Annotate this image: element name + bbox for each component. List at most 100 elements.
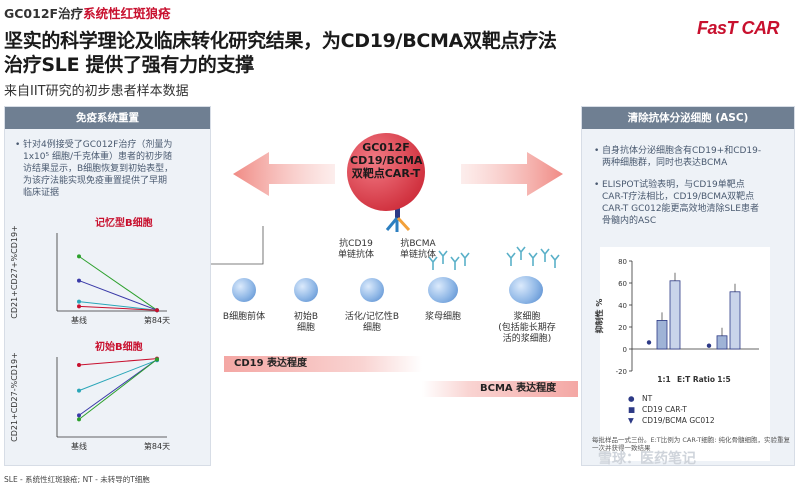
anti-bcma-line: 单链抗体 bbox=[400, 250, 437, 260]
x-tick-label: 第84天 bbox=[144, 315, 170, 325]
subheadline: 来自IIT研究的初步患者样本数据 bbox=[4, 84, 189, 99]
plasmablast-label: 浆母细胞 bbox=[418, 312, 468, 323]
left-arrow-icon bbox=[233, 152, 335, 196]
left-bullet-line: 为该疗法能实现免疫重置提供了早期 bbox=[23, 176, 168, 186]
headline-line-2: 治疗SLE 提供了强有力的支撑 bbox=[4, 54, 254, 76]
right-bullet2-line: CAR-T疗法相比，CD19/BCMA双靶点 bbox=[602, 192, 755, 202]
data-point bbox=[77, 388, 81, 393]
left-panel-bullet: • 针对4例接受了GC012F治疗（剂量为 1x10⁵ 细胞/千克体重）患者的初… bbox=[15, 139, 208, 199]
left-bullet-line: 访结果显示，B细胞恢复到初始表型， bbox=[23, 164, 174, 174]
cd19-expression-bar: CD19 表达程度 bbox=[224, 356, 422, 372]
right-panel: 清除抗体分泌细胞 (ASC) • 自身抗体分泌细胞含有CD19+和CD19- 两… bbox=[581, 106, 795, 466]
naive-b-cell bbox=[294, 278, 318, 302]
watermark: 雪球：医药笔记 bbox=[598, 451, 696, 467]
footnote: SLE - 系统性红斑狼疮; NT - 未转导的T细胞 bbox=[4, 475, 150, 484]
anti-bcma-label: 抗BCMA 单链抗体 bbox=[400, 239, 436, 261]
bar-point bbox=[646, 340, 652, 345]
bar-point bbox=[706, 343, 712, 348]
right-panel-title: 清除抗体分泌细胞 (ASC) bbox=[582, 107, 794, 129]
plasma-cell-label: 浆细胞 (包括能长期存 活的浆细胞) bbox=[492, 312, 562, 345]
asc-chart-background bbox=[600, 247, 770, 461]
right-bullet2-line: ELISPOT试验表明，与CD19单靶点 bbox=[602, 180, 745, 190]
anti-bcma-line: 抗BCMA bbox=[400, 239, 436, 249]
chart-title: 记忆型B细胞 bbox=[95, 216, 153, 229]
left-bullet-line: 1x10⁵ 细胞/千克体重）患者的初步随 bbox=[23, 152, 173, 162]
bar bbox=[656, 320, 668, 350]
cell-label-line: 初始B bbox=[293, 312, 319, 322]
cell-label-line: (包括能长期存 bbox=[498, 323, 556, 333]
supertitle: GC012F治疗系统性红斑狼疮 bbox=[4, 3, 171, 22]
supertitle-prefix: GC012F治疗 bbox=[4, 6, 84, 21]
bar bbox=[716, 335, 728, 350]
y-tick-label: 80 bbox=[618, 258, 627, 266]
series-line bbox=[78, 255, 158, 311]
y-tick-label: 20 bbox=[618, 324, 627, 332]
car-t-cell bbox=[347, 133, 425, 211]
right-arrow-icon bbox=[461, 152, 563, 196]
cell-label-line: 细胞 bbox=[362, 323, 381, 333]
data-point bbox=[77, 304, 81, 309]
x-tick-label: 第84天 bbox=[144, 441, 170, 451]
legend-label: CD19 CAR-T bbox=[642, 405, 687, 414]
naive-b-label: 初始B 细胞 bbox=[282, 312, 330, 334]
antibody-icons bbox=[428, 246, 560, 270]
x-axis-label: E:T Ratio bbox=[677, 375, 715, 384]
y-axis-label: CD21+CD27-%CD19+ bbox=[10, 352, 19, 442]
anti-cd19-line: 单链抗体 bbox=[338, 250, 375, 260]
series-line bbox=[78, 280, 158, 311]
plasma-cell bbox=[509, 276, 543, 304]
bar bbox=[669, 280, 681, 350]
series-line bbox=[78, 358, 158, 366]
data-point bbox=[77, 413, 81, 418]
legend-label: NT bbox=[642, 394, 653, 403]
cell-label-line: B细胞前体 bbox=[222, 312, 266, 322]
car-t-title-line: 双靶点CAR-T bbox=[351, 167, 421, 180]
y-tick-label: 60 bbox=[618, 280, 627, 288]
cell-label-line: 活化/记忆性B bbox=[344, 312, 400, 322]
supertitle-accent: 系统性红斑狼疮 bbox=[83, 6, 171, 21]
series-line bbox=[78, 301, 158, 311]
car-t-cell-title: GC012F CD19/BCMA 双靶点CAR-T bbox=[350, 141, 422, 180]
bullet-dot-icon: • bbox=[594, 146, 600, 156]
bullet-dot-icon: • bbox=[594, 180, 600, 190]
headline-line-1: 坚实的科学理论及临床转化研究结果，为CD19/BCMA双靶点疗法 bbox=[4, 30, 557, 52]
right-bullet1-line: 自身抗体分泌细胞含有CD19+和CD19- bbox=[602, 146, 762, 156]
legend-label: CD19/BCMA GC012 bbox=[642, 416, 715, 425]
plasmablast-cell bbox=[428, 277, 458, 303]
chart-title: 初始B细胞 bbox=[95, 340, 143, 353]
right-bullet2-line: CAR-T GC012能更高效地清除SLE患者 bbox=[602, 204, 759, 214]
b-precursor-label: B细胞前体 bbox=[220, 312, 268, 323]
anti-cd19-line: 抗CD19 bbox=[339, 239, 373, 249]
right-panel-bullet-1: • 自身抗体分泌细胞含有CD19+和CD19- 两种细胞群，同时也表达BCMA bbox=[594, 145, 792, 169]
data-point bbox=[155, 308, 159, 313]
center-diagram bbox=[211, 152, 563, 270]
naive-b-cell-chart: 初始B细胞CD21+CD27-%CD19+基线第84天 bbox=[10, 340, 170, 451]
y-tick-label: 0 bbox=[623, 346, 627, 354]
car-t-title-line: GC012F bbox=[362, 141, 410, 154]
left-bullet-line: 临床证据 bbox=[23, 188, 60, 198]
legend-marker-icon: ▼ bbox=[628, 416, 634, 425]
scfv-cd19-icon bbox=[385, 217, 399, 232]
activated-b-cell bbox=[360, 278, 384, 302]
anti-cd19-label: 抗CD19 单链抗体 bbox=[338, 239, 374, 261]
cell-label-line: 活的浆细胞) bbox=[502, 334, 552, 344]
activated-b-label: 活化/记忆性B 细胞 bbox=[340, 312, 404, 334]
right-bullet2-line: 骨髓内的ASC bbox=[602, 216, 657, 226]
right-bullet1-line: 两种细胞群，同时也表达BCMA bbox=[602, 158, 728, 168]
data-point bbox=[77, 417, 81, 422]
cell-label-line: 浆母细胞 bbox=[424, 312, 461, 322]
y-axis-label: 抑制性 % bbox=[594, 299, 604, 334]
bullet-dot-icon: • bbox=[15, 140, 21, 150]
y-axis-label: CD21+CD27+%CD19+ bbox=[10, 225, 19, 319]
company-logo: FasT CAR bbox=[697, 18, 780, 38]
car-t-title-line: CD19/BCMA bbox=[350, 154, 423, 167]
series-line bbox=[78, 305, 158, 311]
scfv-bcma-icon bbox=[396, 216, 411, 232]
left-panel: 免疫系统重置 • 针对4例接受了GC012F治疗（剂量为 1x10⁵ 细胞/千克… bbox=[4, 106, 211, 466]
legend-marker-icon: ● bbox=[628, 394, 635, 403]
series-line bbox=[78, 358, 158, 416]
b-precursor-cell bbox=[232, 278, 256, 302]
series-line bbox=[78, 359, 158, 420]
fine-print: 每批样品一式三份。E:T比例为 CAR-T细胞: 纯化骨髓细胞，实验重复一次并获… bbox=[592, 436, 791, 452]
